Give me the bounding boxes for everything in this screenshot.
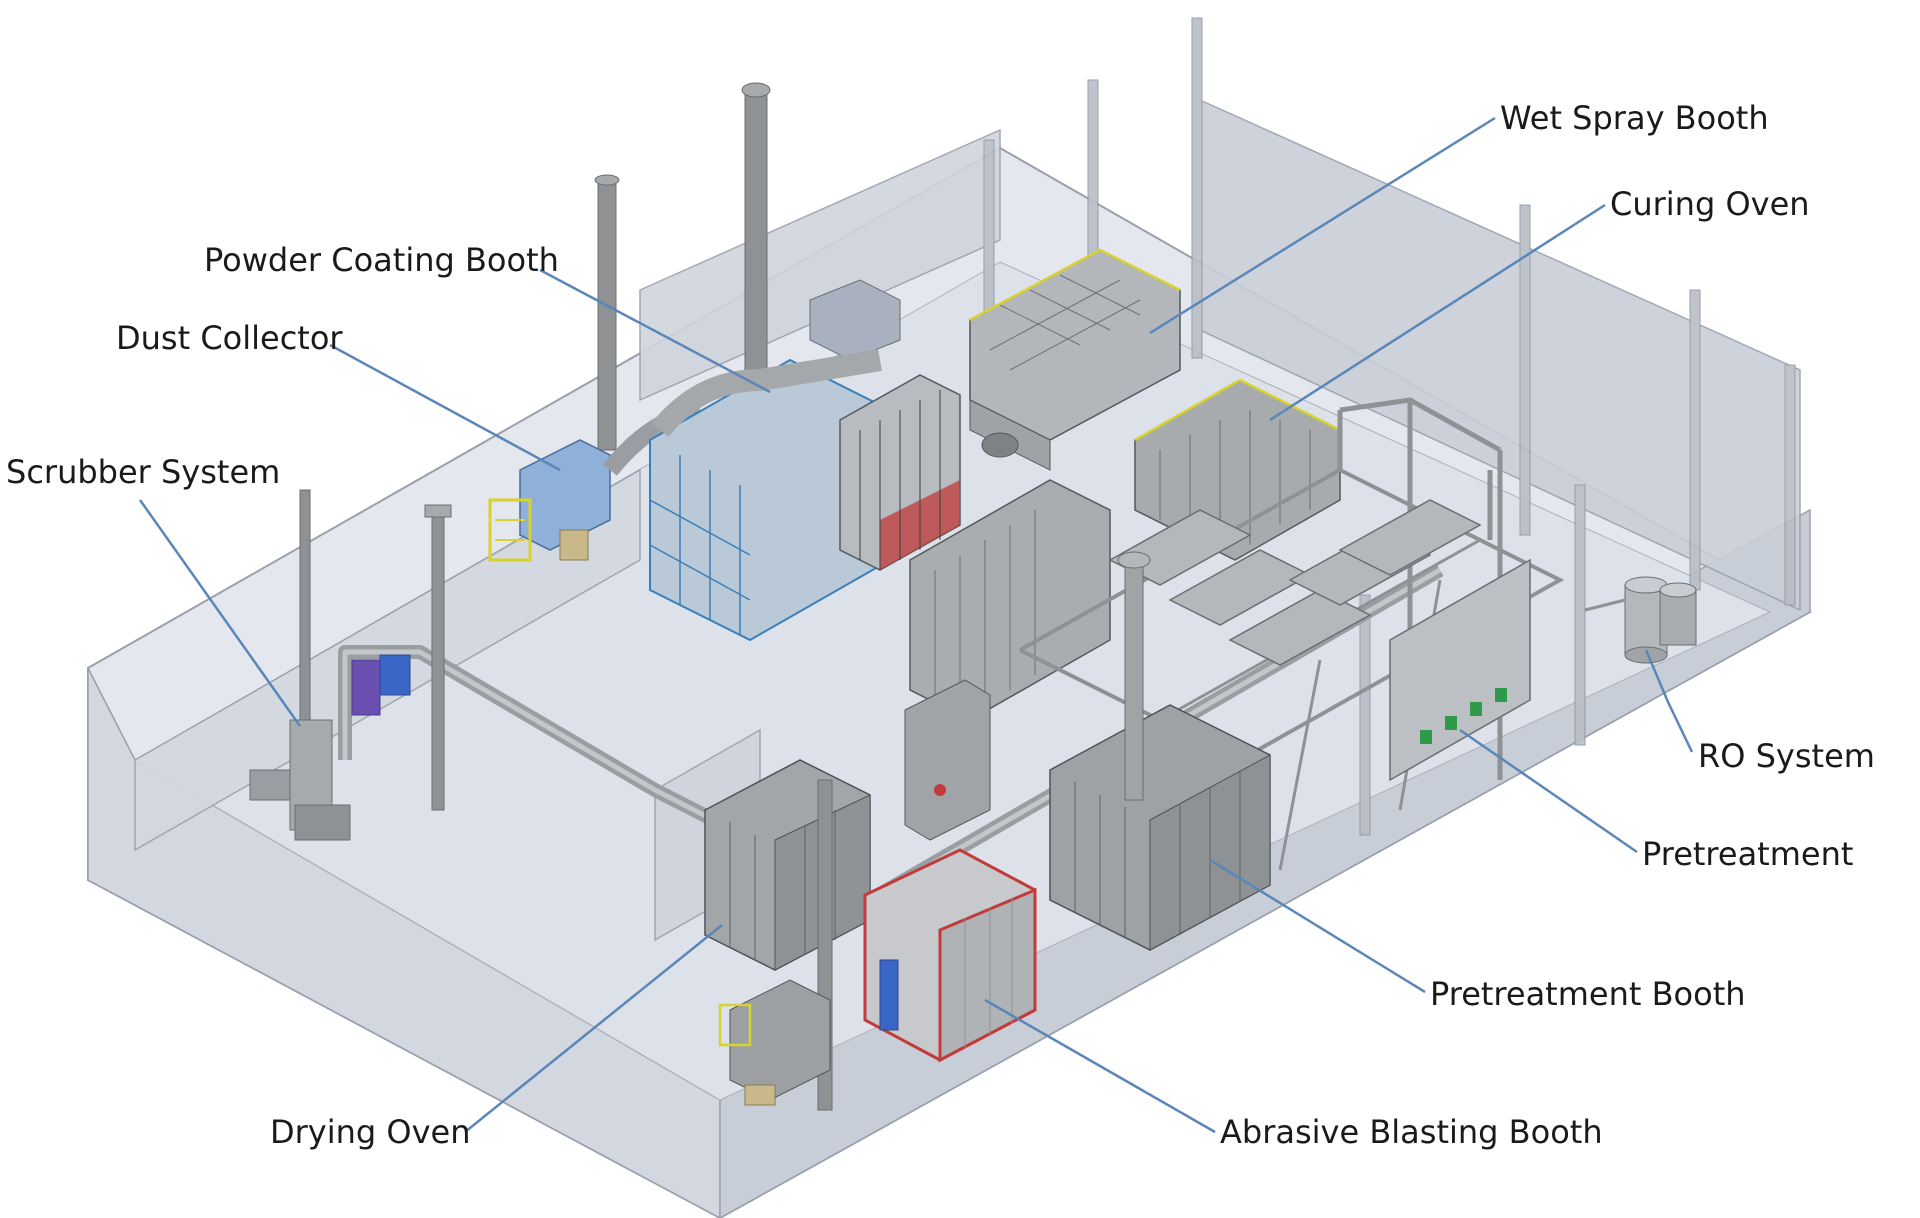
drying-oven <box>704 759 871 1111</box>
scrubber-system <box>249 489 452 841</box>
callout-line-pretreatment <box>1459 728 1638 854</box>
exhaust-duct <box>338 563 1444 907</box>
label-ro-system: RO System <box>1698 737 1875 775</box>
label-curing-oven: Curing Oven <box>1610 185 1810 223</box>
label-powder-coating-booth: Powder Coating Booth <box>204 241 559 279</box>
label-drying-oven: Drying Oven <box>270 1113 471 1151</box>
pretreatment-booth <box>1049 551 1271 951</box>
callout-line-scrubber-system <box>138 499 302 727</box>
label-dust-collector: Dust Collector <box>116 319 343 357</box>
label-abrasive-blasting-booth: Abrasive Blasting Booth <box>1220 1113 1603 1151</box>
callout-line-wet-spray-booth <box>1149 116 1496 335</box>
callout-line-curing-oven <box>1269 203 1606 422</box>
wet-spray-booth <box>969 248 1181 471</box>
callout-line-pretreatment-booth <box>1209 858 1426 994</box>
callout-line-powder-coating-booth <box>539 268 771 394</box>
ro-system <box>1584 576 1697 664</box>
powder-coating-booth <box>649 82 961 642</box>
abrasive-blasting-booth <box>863 848 1037 1063</box>
central-equipment <box>904 479 1111 841</box>
callout-line-abrasive-blasting-booth <box>984 998 1216 1134</box>
callout-lines <box>138 116 1694 1134</box>
label-pretreatment: Pretreatment <box>1642 835 1854 873</box>
callout-line-drying-oven <box>464 924 723 1133</box>
callout-line-ro-system <box>1644 649 1694 753</box>
label-wet-spray-booth: Wet Spray Booth <box>1500 99 1769 137</box>
callout-line-dust-collector <box>329 343 561 472</box>
label-scrubber-system: Scrubber System <box>6 453 281 491</box>
label-pretreatment-booth: Pretreatment Booth <box>1430 975 1746 1013</box>
